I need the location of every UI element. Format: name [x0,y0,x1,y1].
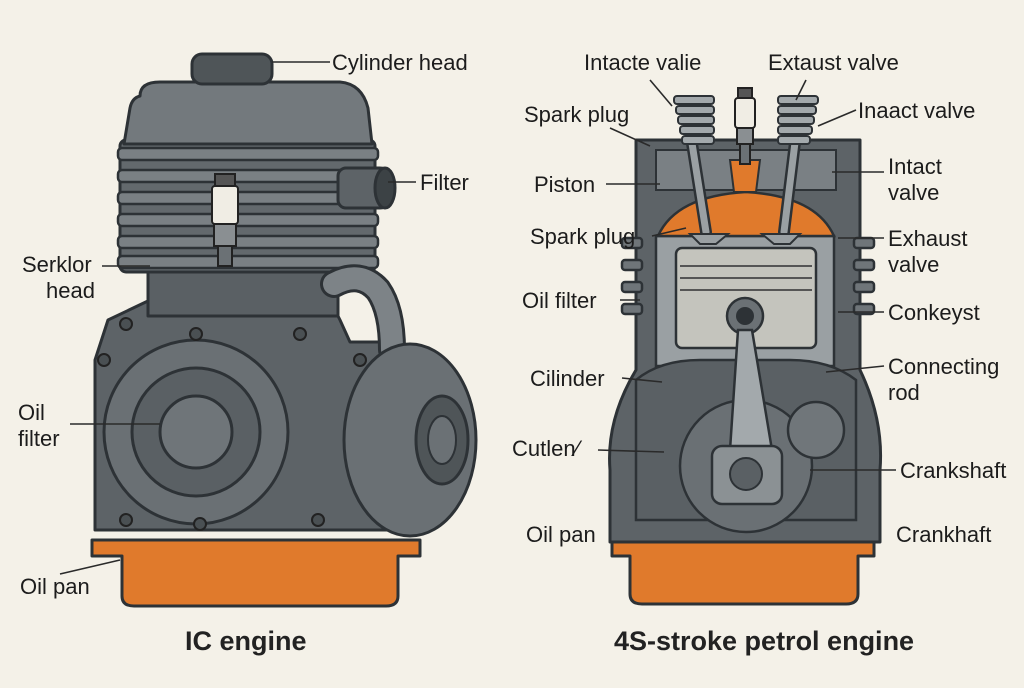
label-serklor-line1: Serklor [22,252,92,277]
label-crankshaft: Crankshaft [900,458,1006,483]
label-cutlen: Cutlen⁄ [512,436,583,461]
left-leader-lines [59,61,416,575]
cylinder-barrel-shape [146,266,340,318]
label-spark-plug-top: Spark plug [524,102,629,127]
spark-plug-illustration-right [734,87,756,165]
right-leader-lines [597,79,896,471]
spark-plug-illustration-left [211,173,239,267]
valve-right [759,95,819,245]
bolts [97,317,367,531]
label-spark-plug-mid: Spark plug [530,224,635,249]
label-connecting-rod-line2: rod [888,380,920,405]
label-filter: Filter [420,170,469,195]
intake-port-opening [373,166,397,210]
label-oil-pan-left: Oil pan [20,574,90,599]
label-extaust-valve: Extaust valve [768,50,899,75]
label-oil-filter-line2: filter [18,426,60,451]
label-crankhaft: Crankhaft [896,522,991,547]
label-serklor-line2: head [46,278,95,303]
label-exhaust-valve-line2: valve [888,252,939,277]
caption-four-stroke-engine: 4S-stroke petrol engine [614,626,914,656]
four-stroke-cutaway [608,87,883,606]
label-intacte-valie: Intacte valie [584,50,701,75]
oil-pan-shape [90,538,422,608]
label-oil-filter-line1: Oil [18,400,45,425]
label-oil-filter-right: Oil filter [522,288,597,313]
label-inaact-valve: Inaact valve [858,98,975,123]
rocker-cover-shape [122,80,374,146]
label-conkeyst: Conkeyst [888,300,980,325]
label-cylinder-head: Cylinder head [332,50,468,75]
label-oil-pan-right: Oil pan [526,522,596,547]
valve-left [673,95,731,245]
label-intact-valve-line1: Intact [888,154,942,179]
flywheel-cover-shape [342,342,478,538]
filler-cap-shape [190,52,274,86]
label-intact-valve-line2: valve [888,180,939,205]
caption-ic-engine: IC engine [185,626,307,656]
cutaway-fins [620,236,876,316]
label-connecting-rod-line1: Connecting [888,354,999,379]
label-exhaust-valve-line1: Exhaust [888,226,968,251]
oil-pan-cutaway-shape [610,538,876,606]
ic-engine-illustration [90,52,478,608]
label-cilinder: Cilinder [530,366,605,391]
label-piston: Piston [534,172,595,197]
